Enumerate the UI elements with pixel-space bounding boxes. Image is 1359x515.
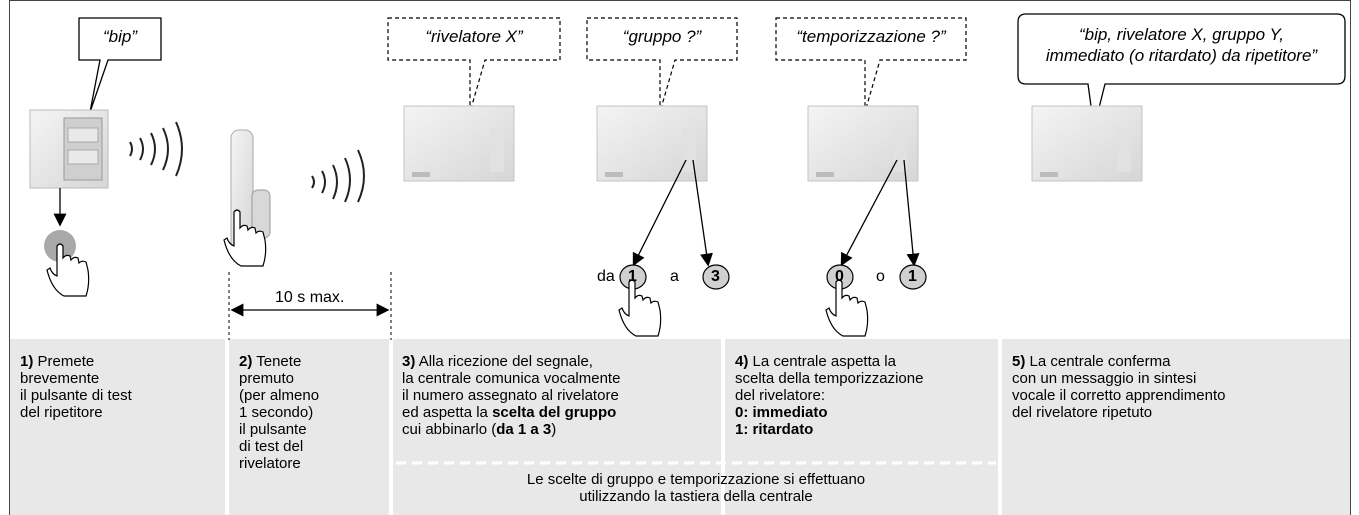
hand-icon-4: [825, 279, 869, 337]
label-a: a: [670, 268, 679, 285]
step2-panel: [229, 339, 389, 515]
key-3: [702, 264, 730, 290]
hand-icon-1: [46, 243, 90, 297]
speech-bubble-gruppo: [586, 17, 738, 113]
key-0-label: 0: [835, 268, 844, 285]
key-1b-label: 1: [908, 268, 917, 285]
bubble-text-rivelatore: “rivelatore X”: [425, 27, 523, 46]
step2-text: 2) Tenete premuto (per almeno 1 secondo)…: [239, 353, 320, 472]
hand-icon-2: [223, 209, 267, 267]
bubble-text-temporizzazione: “temporizzazione ?”: [796, 27, 946, 46]
step3-panel: [393, 339, 721, 515]
central-unit-4: [1031, 105, 1143, 182]
keyboard-note: Le scelte di gruppo e temporizzazione si…: [526, 471, 866, 505]
bubble-text-gruppo: “gruppo ?”: [622, 27, 702, 46]
step1-text: 1) Premete brevemente il pulsante di tes…: [20, 353, 132, 421]
label-da: da: [597, 268, 615, 285]
outer-frame: [9, 0, 1351, 515]
speech-bubble-temporizzazione: [775, 17, 967, 113]
key-1-label: 1: [628, 268, 637, 285]
hand-icon-3: [618, 279, 662, 337]
step1-panel: [10, 339, 225, 515]
step4-panel: [725, 339, 998, 515]
radio-waves-2: [311, 149, 365, 203]
label-o: o: [876, 268, 885, 285]
speech-bubble-bip: [78, 17, 162, 113]
step5-panel: [1002, 339, 1351, 515]
repeater-device: [29, 109, 109, 189]
bubble-text-confirm-2: immediato (o ritardato) da ripetitore”: [1045, 46, 1318, 65]
bubble-text-bip: “bip”: [102, 27, 137, 46]
step4-text: 4) La centrale aspetta la scelta della t…: [735, 353, 924, 438]
step3-text: 3) Alla ricezione del segnale, la centra…: [402, 353, 621, 438]
step5-text: 5) La centrale conferma con un messaggio…: [1012, 353, 1226, 421]
speech-bubble-rivelatore: [387, 17, 561, 113]
central-unit-2: [596, 105, 708, 182]
timer-label: 10 s max.: [275, 289, 345, 306]
central-unit-1: [403, 105, 515, 182]
key-1b: [899, 264, 927, 290]
radio-waves-1: [129, 121, 183, 177]
bubble-text-confirm-1: “bip, rivelatore X, gruppo Y,: [1078, 25, 1285, 44]
key-3-label: 3: [711, 268, 720, 285]
